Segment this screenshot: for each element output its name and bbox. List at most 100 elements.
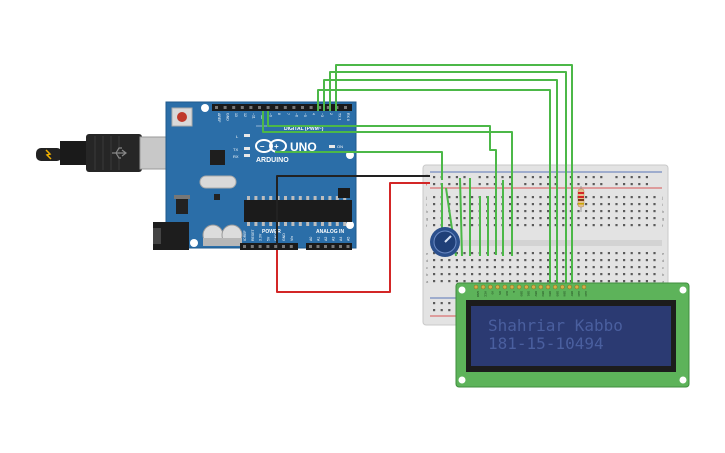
terminal-hole[interactable] (585, 210, 588, 213)
terminal-hole[interactable] (569, 280, 572, 283)
terminal-hole[interactable] (463, 224, 466, 227)
terminal-hole[interactable] (516, 252, 519, 255)
rail-hole[interactable] (486, 183, 489, 186)
terminal-hole[interactable] (501, 280, 504, 283)
terminal-hole[interactable] (592, 210, 595, 213)
terminal-hole[interactable] (433, 259, 436, 262)
terminal-hole[interactable] (539, 217, 542, 220)
rail-hole[interactable] (524, 183, 527, 186)
terminal-hole[interactable] (630, 210, 633, 213)
terminal-hole[interactable] (607, 224, 610, 227)
terminal-hole[interactable] (531, 224, 534, 227)
terminal-hole[interactable] (531, 259, 534, 262)
rail-hole[interactable] (455, 183, 458, 186)
rail-hole[interactable] (493, 176, 496, 179)
lcd-pin[interactable] (509, 284, 515, 290)
terminal-hole[interactable] (577, 273, 580, 276)
terminal-hole[interactable] (433, 252, 436, 255)
terminal-hole[interactable] (547, 259, 550, 262)
rail-hole[interactable] (531, 176, 534, 179)
terminal-hole[interactable] (630, 266, 633, 269)
header-hole[interactable] (258, 245, 262, 248)
terminal-hole[interactable] (463, 203, 466, 206)
terminal-hole[interactable] (592, 280, 595, 283)
terminal-hole[interactable] (524, 266, 527, 269)
terminal-hole[interactable] (433, 224, 436, 227)
terminal-hole[interactable] (615, 196, 618, 199)
header-hole[interactable] (243, 245, 246, 248)
wire-green-5v[interactable] (275, 151, 443, 180)
lcd-pin[interactable] (574, 284, 580, 290)
terminal-hole[interactable] (645, 196, 648, 199)
terminal-hole[interactable] (592, 217, 595, 220)
terminal-hole[interactable] (455, 266, 458, 269)
lcd-pin[interactable] (495, 284, 500, 290)
terminal-hole[interactable] (562, 196, 565, 199)
terminal-hole[interactable] (592, 266, 595, 269)
terminal-hole[interactable] (547, 273, 550, 276)
rail-hole[interactable] (478, 176, 481, 179)
terminal-hole[interactable] (554, 224, 557, 227)
lcd-pin[interactable] (552, 284, 558, 290)
terminal-hole[interactable] (524, 224, 527, 227)
terminal-hole[interactable] (493, 224, 496, 227)
terminal-hole[interactable] (592, 224, 595, 227)
terminal-hole[interactable] (471, 252, 474, 255)
terminal-hole[interactable] (592, 203, 595, 206)
terminal-hole[interactable] (493, 217, 496, 220)
terminal-hole[interactable] (448, 280, 451, 283)
header-hole[interactable] (275, 106, 279, 109)
terminal-hole[interactable] (524, 280, 527, 283)
terminal-hole[interactable] (653, 217, 656, 220)
terminal-hole[interactable] (569, 210, 572, 213)
usb-cable[interactable] (36, 134, 171, 172)
terminal-hole[interactable] (554, 210, 557, 213)
terminal-hole[interactable] (562, 280, 565, 283)
terminal-hole[interactable] (615, 280, 618, 283)
terminal-hole[interactable] (562, 273, 565, 276)
header-hole[interactable] (339, 245, 342, 248)
terminal-hole[interactable] (623, 224, 626, 227)
terminal-hole[interactable] (471, 217, 474, 220)
terminal-hole[interactable] (455, 210, 458, 213)
wire-green-jumper[interactable] (459, 177, 463, 257)
terminal-hole[interactable] (531, 210, 534, 213)
terminal-hole[interactable] (600, 224, 603, 227)
terminal-hole[interactable] (531, 266, 534, 269)
terminal-hole[interactable] (539, 224, 542, 227)
header-hole[interactable] (346, 245, 350, 248)
terminal-hole[interactable] (600, 210, 603, 213)
header-hole[interactable] (266, 106, 270, 109)
terminal-hole[interactable] (524, 210, 527, 213)
terminal-hole[interactable] (569, 217, 572, 220)
terminal-hole[interactable] (653, 273, 656, 276)
rail-hole[interactable] (463, 183, 466, 186)
terminal-hole[interactable] (516, 203, 519, 206)
terminal-hole[interactable] (547, 280, 550, 283)
terminal-hole[interactable] (463, 266, 466, 269)
terminal-hole[interactable] (547, 224, 550, 227)
terminal-hole[interactable] (638, 273, 641, 276)
terminal-hole[interactable] (516, 196, 519, 199)
lcd-pin[interactable] (545, 284, 551, 290)
rail-hole[interactable] (630, 176, 633, 179)
terminal-hole[interactable] (471, 203, 474, 206)
terminal-hole[interactable] (623, 273, 626, 276)
lcd-pin[interactable] (488, 284, 493, 290)
rail-hole[interactable] (638, 176, 641, 179)
terminal-hole[interactable] (554, 196, 557, 199)
terminal-hole[interactable] (440, 273, 443, 276)
rail-hole[interactable] (539, 176, 542, 179)
terminal-hole[interactable] (600, 273, 603, 276)
terminal-hole[interactable] (448, 259, 451, 262)
terminal-hole[interactable] (569, 224, 572, 227)
terminal-hole[interactable] (463, 196, 466, 199)
terminal-hole[interactable] (516, 259, 519, 262)
terminal-hole[interactable] (615, 217, 618, 220)
terminal-hole[interactable] (554, 259, 557, 262)
rail-hole[interactable] (585, 183, 588, 186)
terminal-hole[interactable] (577, 280, 580, 283)
terminal-hole[interactable] (493, 203, 496, 206)
terminal-hole[interactable] (539, 259, 542, 262)
rail-hole[interactable] (600, 183, 603, 186)
